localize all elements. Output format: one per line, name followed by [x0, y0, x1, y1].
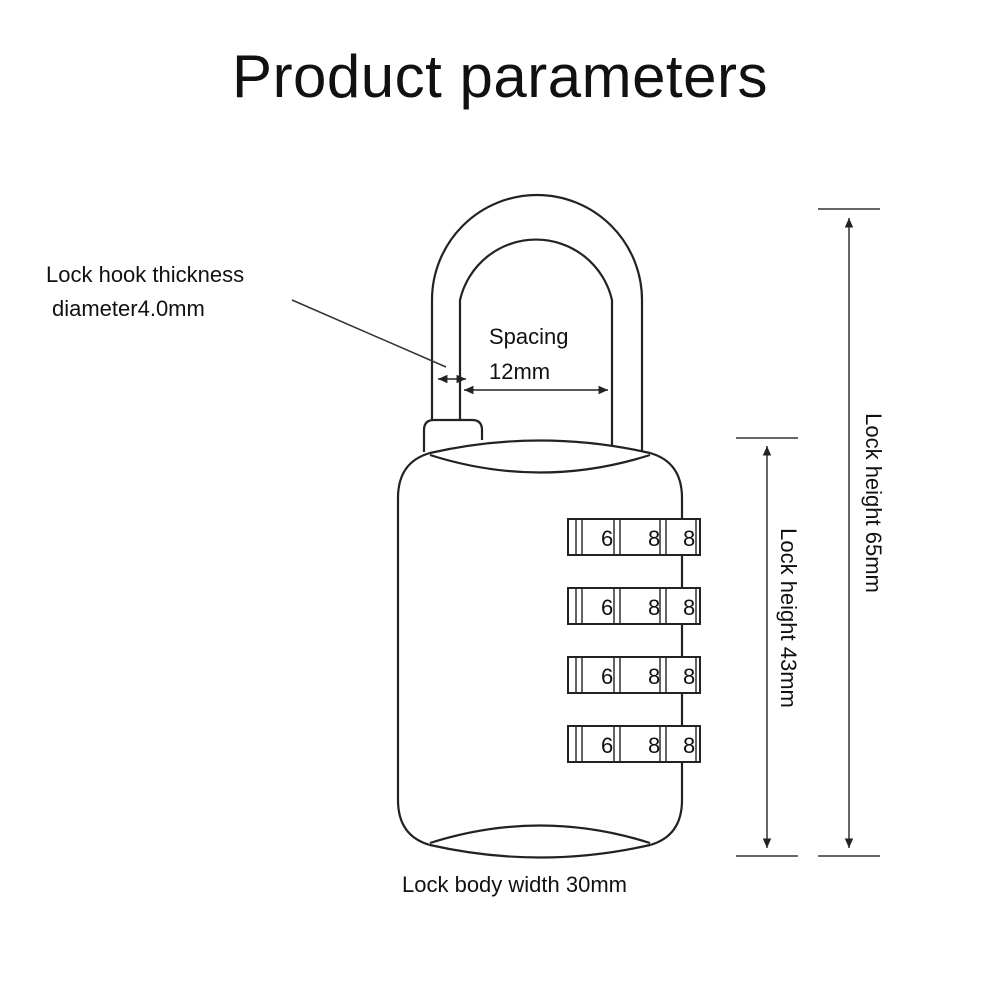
spacing-value-label: 12mm — [489, 359, 551, 384]
dial-frame — [567, 518, 701, 556]
dial-digit: 8 — [683, 664, 695, 689]
total-height-dimension — [818, 208, 880, 857]
body-width-label: Lock body width 30mm — [402, 872, 627, 897]
dial-frame — [567, 725, 701, 763]
dial-digit: 8 — [683, 526, 695, 551]
lock-body — [396, 439, 684, 859]
dial-digit: 8 — [648, 595, 660, 620]
dial-digit: 6 — [601, 664, 613, 689]
page-title: Product parameters — [232, 43, 768, 110]
dial-digit: 6 — [601, 526, 613, 551]
dial-digit: 6 — [601, 595, 613, 620]
dial-digit: 8 — [683, 733, 695, 758]
dial-digit: 8 — [648, 733, 660, 758]
hook-thickness-label: Lock hook thickness — [46, 262, 245, 287]
body-height-dimension — [736, 437, 798, 857]
shackle-collar — [422, 418, 484, 452]
hook-leader-line — [291, 299, 447, 368]
spacing-label: Spacing — [489, 324, 569, 349]
dial-digit: 8 — [683, 595, 695, 620]
dial-frame — [567, 656, 701, 694]
shackle — [430, 193, 644, 452]
hook-diameter-label: diameter4.0mm — [52, 296, 205, 321]
dial-frame — [567, 587, 701, 625]
dial-digit: 8 — [648, 526, 660, 551]
body-height-label: Lock height 43mm — [776, 528, 801, 708]
total-height-label: Lock height 65mm — [861, 413, 886, 593]
dial-digit: 8 — [648, 664, 660, 689]
dial-digit: 6 — [601, 733, 613, 758]
